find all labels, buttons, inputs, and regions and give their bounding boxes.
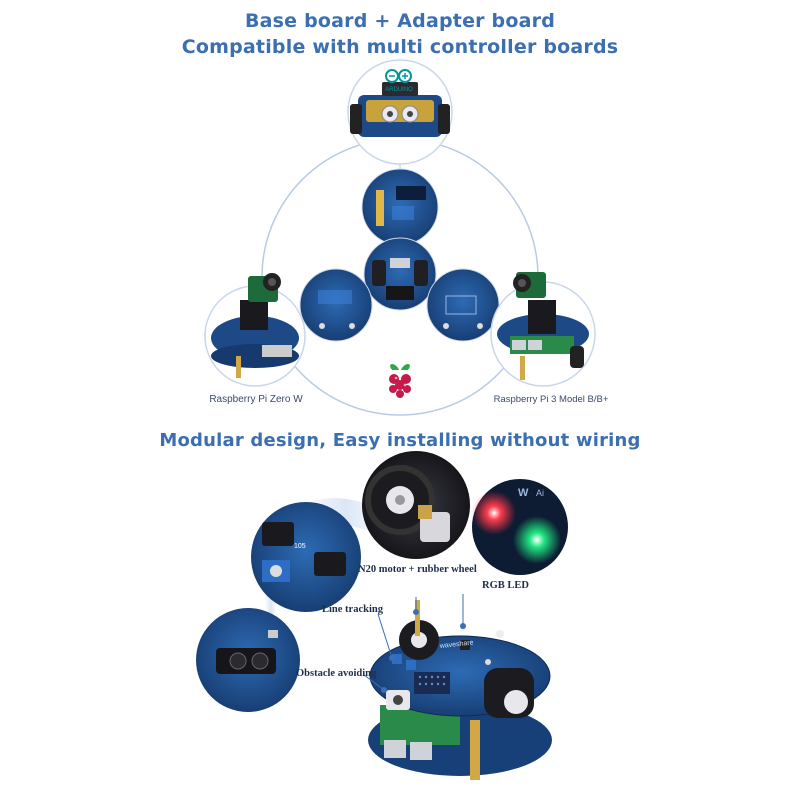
main-robot: waveshare xyxy=(368,600,552,780)
callout-rgb-led: RGB LED xyxy=(482,580,529,591)
adapter-board-center xyxy=(363,237,437,311)
obstacle-avoiding-module-circle xyxy=(196,608,300,712)
adapter-board-pi3 xyxy=(426,268,500,342)
adapter-board-pi-zero xyxy=(299,268,373,342)
adapter-board-arduino xyxy=(361,168,439,246)
callout-obstacle-avoiding: Obstacle avoiding xyxy=(296,668,377,679)
line-tracking-module-circle: 105 xyxy=(251,502,361,612)
rgb-led-circle: W Ai xyxy=(472,479,568,575)
pi3-robot-circle xyxy=(490,272,596,387)
page-subtitle: Compatible with multi controller boards xyxy=(181,36,619,58)
arduino-logo-icon xyxy=(385,69,412,83)
pi-zero-robot-circle xyxy=(204,273,306,387)
svg-text:105: 105 xyxy=(294,543,306,550)
page-title: Base board + Adapter board xyxy=(244,10,556,32)
callout-motor: N20 motor + rubber wheel xyxy=(358,564,477,575)
caption-pi3: Raspberry Pi 3 Model B/B+ xyxy=(494,394,609,405)
section-heading-modular: Modular design, Easy installing without … xyxy=(159,430,641,451)
callout-line-tracking: Line tracking xyxy=(322,604,383,615)
caption-pi-zero: Raspberry Pi Zero W xyxy=(209,394,303,405)
svg-text:Ai: Ai xyxy=(536,488,544,498)
svg-text:waveshare: waveshare xyxy=(438,639,473,650)
arduino-robot-circle xyxy=(347,59,453,165)
raspberry-pi-logo-icon xyxy=(389,364,411,398)
motor-wheel-circle xyxy=(362,451,470,559)
waveshare-logo-icon: W xyxy=(518,487,529,499)
arduino-logo-text: ARDUINO xyxy=(385,87,413,93)
